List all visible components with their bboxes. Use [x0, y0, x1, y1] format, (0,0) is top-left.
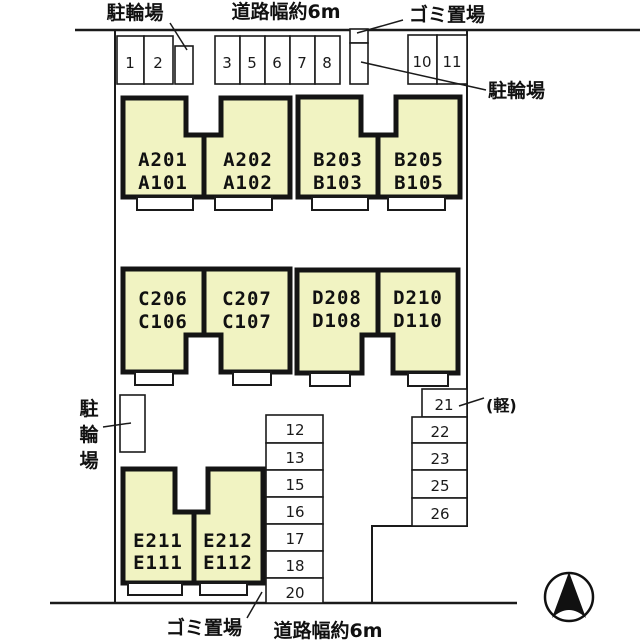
bicycle-parking-label-top-left: 駐輪場 — [106, 1, 163, 24]
unit-label: D210 — [393, 287, 443, 309]
parking-number: 10 — [412, 53, 431, 71]
building-A-porch-left — [136, 196, 194, 211]
unit-label: E112 — [203, 552, 253, 574]
bicycle-parking-box-top-left — [174, 45, 194, 85]
parking-space-7 — [289, 35, 316, 85]
building-A-porch-right — [214, 196, 273, 211]
parking-number: 15 — [285, 476, 304, 494]
kei-car-label: (軽) — [486, 396, 517, 415]
parking-space-2 — [143, 35, 174, 85]
parking-number: 5 — [247, 54, 257, 72]
parking-number: 3 — [222, 54, 232, 72]
building-C-porch-right — [232, 371, 272, 386]
road-width-label-top: 道路幅約6m — [231, 0, 340, 23]
parking-number: 8 — [322, 54, 332, 72]
parking-space-17 — [265, 523, 324, 552]
leader-line-bicycle-left — [102, 422, 132, 428]
parking-number: 13 — [285, 449, 304, 467]
parking-number: 26 — [430, 505, 449, 523]
parking-space-8 — [314, 35, 341, 85]
garbage-area-label-bottom: ゴミ置場 — [166, 616, 242, 639]
parking-number: 18 — [285, 557, 304, 575]
parking-space-5 — [239, 35, 266, 85]
parking-number: 1 — [125, 54, 135, 72]
unit-label: A202 — [223, 149, 273, 171]
unit-label: E111 — [133, 552, 183, 574]
parking-space-11 — [436, 34, 468, 85]
unit-label: C207 — [222, 288, 272, 310]
unit-label: E211 — [133, 530, 183, 552]
leader-line-garbage-bottom — [246, 591, 263, 619]
parking-number: 2 — [153, 54, 163, 72]
unit-label: A101 — [138, 172, 188, 194]
leader-line-garbage-top-right — [356, 19, 404, 34]
leader-line-bicycle-right — [360, 61, 487, 91]
leader-line-kei — [458, 397, 485, 407]
garbage-area-label-top-right: ゴミ置場 — [409, 3, 485, 26]
parking-space-21 — [421, 388, 468, 418]
building-C-porch-left — [134, 371, 174, 386]
parking-space-26 — [411, 497, 468, 527]
parking-space-15 — [265, 469, 324, 498]
parking-number: 11 — [442, 53, 461, 71]
bicycle-parking-label-left-char3: 場 — [79, 450, 98, 472]
unit-label: B103 — [313, 172, 363, 194]
parking-space-12 — [265, 414, 324, 444]
unit-label: B105 — [394, 172, 444, 194]
parking-number: 25 — [430, 477, 449, 495]
unit-label: E212 — [203, 530, 253, 552]
unit-label: B205 — [394, 149, 444, 171]
unit-label: C206 — [138, 288, 188, 310]
north-compass-icon — [543, 571, 595, 623]
building-D-porch-right — [407, 372, 449, 387]
unit-label: D110 — [393, 310, 443, 332]
parking-number: 7 — [297, 54, 307, 72]
building-E-porch-right — [199, 582, 248, 596]
unit-label: D208 — [312, 287, 362, 309]
building-E-porch-left — [127, 582, 183, 596]
parking-number: 12 — [285, 421, 304, 439]
parking-number: 16 — [285, 503, 304, 521]
parking-number: 20 — [285, 584, 304, 602]
bicycle-parking-label-right: 駐輪場 — [488, 79, 545, 102]
parking-number: 17 — [285, 530, 304, 548]
unit-label: C106 — [138, 311, 188, 333]
parking-space-13 — [265, 442, 324, 471]
unit-label: A102 — [223, 172, 273, 194]
parking-number: 22 — [430, 423, 449, 441]
building-D-porch-left — [309, 372, 351, 387]
unit-label: C107 — [222, 311, 272, 333]
parking-space-22 — [411, 416, 468, 444]
leader-line-bicycle-top-left — [169, 22, 188, 51]
road-width-label-bottom: 道路幅約6m — [273, 619, 382, 640]
parking-number: 23 — [430, 450, 449, 468]
unit-label: B203 — [313, 149, 363, 171]
building-B-porch-left — [311, 196, 369, 211]
parking-space-23 — [411, 442, 468, 471]
parking-number: 21 — [434, 396, 453, 414]
parking-space-20 — [265, 577, 324, 604]
bicycle-parking-label-left-char1: 駐 — [79, 397, 98, 420]
unit-label: A201 — [138, 149, 188, 171]
parking-number: 6 — [272, 54, 282, 72]
compass-arrow-north — [552, 572, 586, 618]
parking-space-3 — [214, 35, 241, 85]
parking-space-1 — [116, 35, 145, 85]
unit-label: D108 — [312, 310, 362, 332]
bicycle-parking-label-left-char2: 輪 — [79, 423, 99, 446]
building-B-porch-right — [387, 196, 446, 211]
